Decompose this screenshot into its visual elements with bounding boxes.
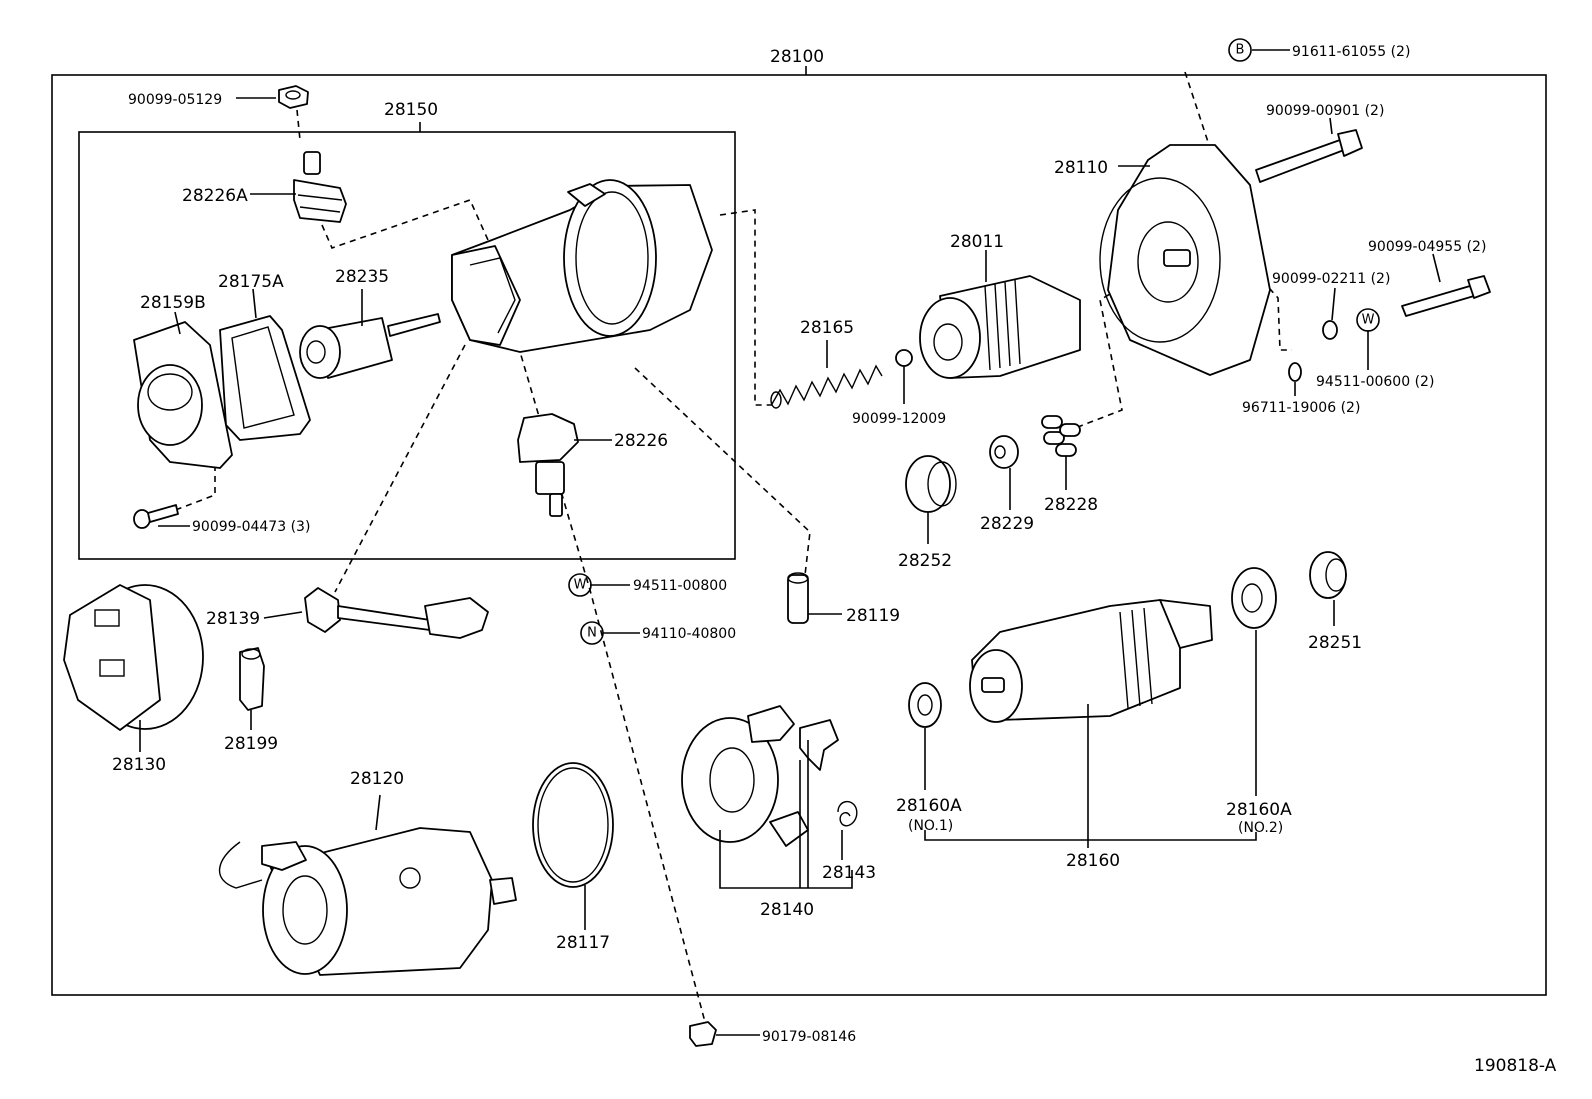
label-28199: 28199 — [224, 734, 278, 754]
assembly-frame — [51, 74, 1547, 996]
label-28226A: 28226A — [182, 186, 248, 206]
plunger-28235 — [299, 313, 441, 379]
brush-holder-28140 — [681, 705, 809, 847]
rollers-28228 — [1041, 415, 1081, 457]
nut-90179-08146 — [689, 1021, 717, 1047]
marker-b: B — [1236, 43, 1245, 58]
gear-28252 — [905, 455, 957, 513]
retainer-28229 — [989, 435, 1019, 469]
label-28165: 28165 — [800, 318, 854, 338]
label-90179-08146: 90179-08146 — [762, 1029, 856, 1045]
label-28160A-no2: 28160A — [1226, 800, 1292, 820]
housing-28110 — [1099, 144, 1271, 376]
terminal-28226A — [293, 151, 347, 223]
part-28119 — [787, 572, 809, 624]
label-28150: 28150 — [384, 100, 438, 120]
label-28110: 28110 — [1054, 158, 1108, 178]
marker-w2: W — [1362, 313, 1375, 328]
bolt-90099-04473 — [133, 504, 179, 529]
o-ring-96711-19006 — [1288, 362, 1302, 382]
label-90099-05129: 90099-05129 — [128, 92, 222, 108]
label-90099-00901: 90099-00901 (2) — [1266, 103, 1384, 119]
marker-circle-w2 — [1356, 308, 1380, 332]
sleeve-28199 — [239, 647, 265, 711]
marker-w1: W — [574, 578, 587, 593]
label-96711-19006: 96711-19006 (2) — [1242, 400, 1360, 416]
label-28100: 28100 — [770, 47, 824, 67]
label-28159B: 28159B — [140, 293, 206, 313]
label-28140: 28140 — [760, 900, 814, 920]
label-91611-61055: 91611-61055 (2) — [1292, 44, 1410, 60]
subassembly-frame — [78, 131, 736, 560]
label-90099-12009: 90099-12009 — [852, 411, 946, 427]
label-28160A-no1: 28160A — [896, 796, 962, 816]
label-28229: 28229 — [980, 514, 1034, 534]
label-28251: 28251 — [1308, 633, 1362, 653]
marker-circle-n — [580, 621, 604, 645]
ball-90099-12009 — [895, 349, 913, 367]
brush-28140 — [799, 719, 839, 771]
label-28143: 28143 — [822, 863, 876, 883]
label-94511-00600: 94511-00600 (2) — [1316, 374, 1434, 390]
figure-id: 190818-A — [1474, 1056, 1557, 1076]
label-28139: 28139 — [206, 609, 260, 629]
label-28117: 28117 — [556, 933, 610, 953]
label-90099-02211: 90099-02211 (2) — [1272, 271, 1390, 287]
marker-circle-w1 — [568, 573, 592, 597]
marker-n: N — [587, 626, 597, 641]
bolt-90099-04955 — [1401, 275, 1491, 317]
gasket-28175A — [219, 315, 311, 441]
armature-28160 — [969, 599, 1213, 723]
label-28252: 28252 — [898, 551, 952, 571]
spring-28165 — [770, 364, 883, 409]
label-28120: 28120 — [350, 769, 404, 789]
solenoid-housing — [451, 179, 713, 353]
lead-wire-28139 — [304, 587, 489, 639]
label-90099-04955: 90099-04955 (2) — [1368, 239, 1486, 255]
o-ring-28117 — [532, 762, 614, 888]
label-28235: 28235 — [335, 267, 389, 287]
washer-90099-02211 — [1322, 320, 1338, 340]
label-28130: 28130 — [112, 755, 166, 775]
nut-90099-05129 — [278, 85, 309, 109]
terminal-28226 — [517, 413, 579, 517]
marker-circle-b — [1228, 38, 1252, 62]
leader-lines — [139, 49, 1441, 1036]
bolt-90099-00901 — [1255, 129, 1363, 183]
yoke-28120 — [218, 827, 517, 976]
label-28160A-no1-sub: (NO.1) — [908, 818, 953, 834]
clutch-28011 — [919, 275, 1081, 379]
end-frame-28130 — [63, 584, 204, 731]
label-28228: 28228 — [1044, 495, 1098, 515]
label-28160: 28160 — [1066, 851, 1120, 871]
brush-spring-28143 — [837, 801, 858, 827]
label-28226: 28226 — [614, 431, 668, 451]
label-28011: 28011 — [950, 232, 1004, 252]
bearing-28160A-no1 — [908, 682, 942, 728]
label-28175A: 28175A — [218, 272, 284, 292]
label-94110-40800: 94110-40800 — [642, 626, 736, 642]
label-28119: 28119 — [846, 606, 900, 626]
cover-28159B — [133, 321, 233, 469]
part-labels: 28100 28150 90099-05129 28226A 28159B 28… — [112, 44, 1557, 1076]
label-28160A-no2-sub: (NO.2) — [1238, 820, 1283, 836]
gear-28251 — [1309, 551, 1347, 599]
label-94511-00800: 94511-00800 — [633, 578, 727, 594]
label-90099-04473: 90099-04473 (3) — [192, 519, 310, 535]
bearing-28160A-no2 — [1231, 567, 1277, 629]
